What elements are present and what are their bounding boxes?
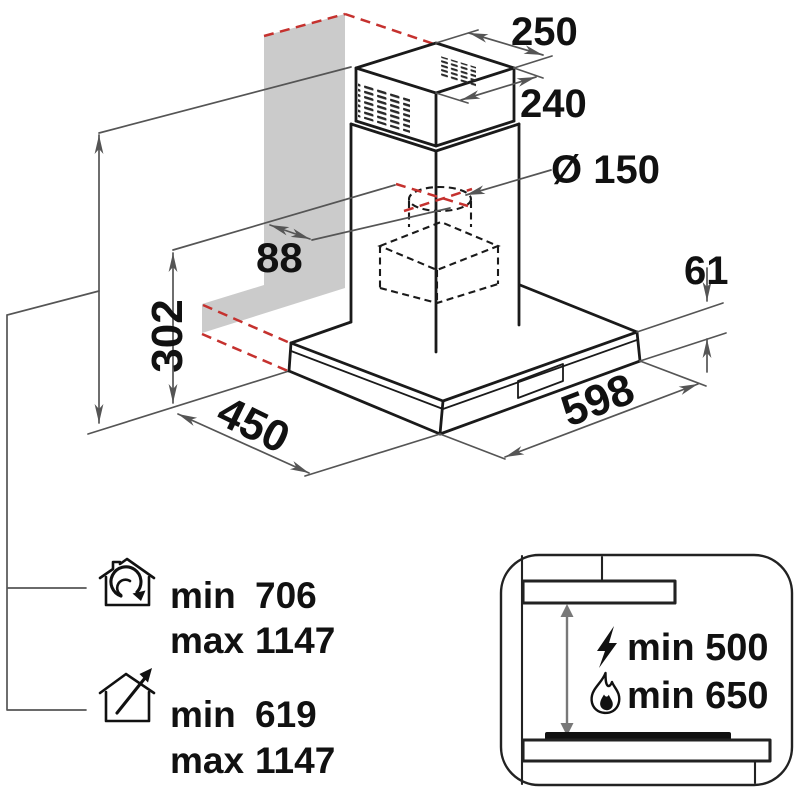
height-table-connector [6, 290, 100, 711]
chimney [349, 41, 521, 354]
clearance-panel: min 500 min 650 [499, 553, 794, 787]
recirc-max-label: max [170, 620, 244, 661]
dim-450-label: 450 [210, 387, 297, 463]
dim-150-label: Ø 150 [551, 148, 660, 192]
recirculation-mode-icon [98, 557, 156, 607]
dimension-240: 240 [435, 67, 587, 126]
wall-shadow [202, 14, 345, 333]
clearance-panel-frame [499, 553, 794, 787]
dimension-duct-diameter: Ø 150 [465, 148, 660, 196]
wall-mounting-reference-dashes [201, 12, 435, 373]
dim-250-label: 250 [511, 10, 578, 54]
duct-min-label: min [170, 694, 236, 735]
height-table: min 706 max 1147 min 619 max 1147 [98, 557, 335, 781]
recirc-min-value: 706 [255, 575, 317, 616]
clearance-arrow [560, 604, 574, 736]
exhaust-arrow [115, 676, 147, 715]
dimension-88: 88 [172, 184, 451, 281]
dimension-302: 302 [143, 252, 192, 404]
dimension-61: 61 [636, 249, 729, 373]
gas-hob-icon [590, 671, 621, 715]
cooktop [545, 732, 731, 740]
electric-hob-icon [597, 626, 617, 668]
motor-housing-dashed [377, 220, 501, 305]
dim-61-label: 61 [684, 249, 729, 293]
duct-max-value: 1147 [255, 740, 335, 781]
dim-240-label: 240 [520, 82, 587, 126]
dimension-overall-height [6, 66, 352, 711]
recirc-min-label: min [170, 575, 236, 616]
dimension-250: 250 [435, 10, 578, 69]
recirculation-arrow [109, 565, 143, 598]
hood-side-view [521, 579, 677, 605]
chimney-front-vent-grille [358, 82, 410, 133]
duct-max-label: max [170, 740, 244, 781]
worktop [521, 738, 772, 763]
duct-min-value: 619 [255, 694, 317, 735]
gas-clearance-label: min 650 [627, 675, 769, 717]
recirc-max-value: 1147 [255, 620, 335, 661]
electric-clearance-label: min 500 [627, 627, 769, 669]
dim-302-label: 302 [143, 299, 192, 372]
duct-axis-reference-dashes [395, 182, 473, 213]
dim-88-label: 88 [256, 234, 303, 281]
ducted-mode-icon [98, 668, 156, 723]
